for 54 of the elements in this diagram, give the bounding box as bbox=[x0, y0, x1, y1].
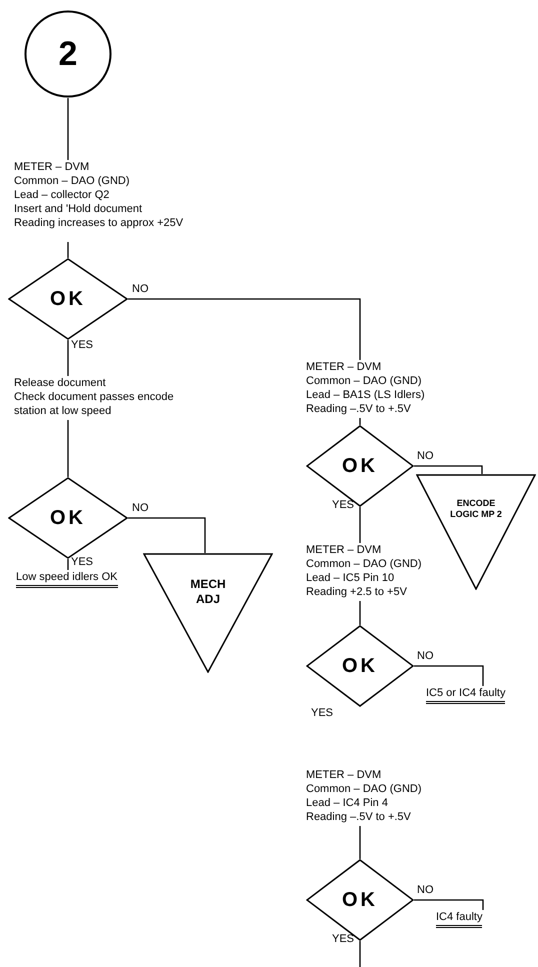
instruction-line: Reading –.5V to +.5V bbox=[306, 810, 411, 824]
instruction-line: Common – DAO (GND) bbox=[306, 557, 422, 571]
instruction-line: Check document passes encode station at low speed bbox=[14, 390, 175, 418]
connector-line bbox=[67, 242, 69, 258]
instruction-line: Lead – IC4 Pin 4 bbox=[306, 796, 388, 810]
edge-label: YES bbox=[332, 500, 354, 511]
edge-label: NO bbox=[132, 284, 148, 295]
connector-line bbox=[359, 601, 361, 625]
edge-label: NO bbox=[417, 651, 434, 662]
edge-label: YES bbox=[332, 934, 354, 945]
instruction-line: Reading increases to approx +25V bbox=[14, 216, 184, 230]
instruction-line: Lead – collector Q2 bbox=[14, 188, 110, 202]
decision-text: OK bbox=[342, 890, 378, 910]
connector-line bbox=[359, 826, 361, 859]
edge-label: NO bbox=[132, 503, 148, 514]
connector-line bbox=[359, 507, 361, 543]
instruction-line: METER – DVM bbox=[306, 360, 382, 374]
instruction-line: METER – DVM bbox=[306, 543, 382, 557]
instruction-line: Common – DAO (GND) bbox=[306, 782, 422, 796]
connector-line bbox=[67, 340, 69, 376]
result-text: Low speed idlers OK bbox=[16, 570, 118, 588]
edge-label: NO bbox=[417, 451, 434, 462]
edge-label: YES bbox=[71, 340, 94, 351]
instruction-line: Common – DAO (GND) bbox=[14, 174, 130, 188]
connector-line bbox=[128, 298, 361, 360]
instruction-line: Common – DAO (GND) bbox=[306, 374, 422, 388]
connector-line bbox=[67, 420, 69, 477]
reference-text: MECH ADJ bbox=[189, 577, 227, 607]
decision-text: OK bbox=[342, 456, 378, 476]
decision-text: OK bbox=[50, 508, 86, 528]
instruction-line: Reading –.5V to +.5V bbox=[306, 402, 411, 416]
decision-text: OK bbox=[342, 656, 378, 676]
instruction-line: Lead – BA1S (LS Idlers) bbox=[306, 388, 425, 402]
connector-number: 2 bbox=[58, 37, 78, 71]
result-text: IC5 or IC4 faulty bbox=[426, 686, 506, 704]
instruction-line: Lead – IC5 Pin 10 bbox=[306, 571, 394, 585]
result-text: IC4 faulty bbox=[436, 910, 482, 928]
instruction-line: METER – DVM bbox=[14, 160, 90, 174]
edge-label: YES bbox=[71, 557, 94, 568]
branch-label: YES bbox=[311, 708, 334, 719]
connector-line bbox=[414, 465, 483, 474]
instruction-line: Insert and 'Hold document bbox=[14, 202, 142, 216]
connector-line bbox=[414, 665, 484, 686]
decision-text: OK bbox=[50, 289, 86, 309]
instruction-line: Reading +2.5 to +5V bbox=[306, 585, 407, 599]
instruction-line: Release document bbox=[14, 376, 106, 390]
instruction-line: METER – DVM bbox=[306, 768, 382, 782]
edge-label: NO bbox=[417, 885, 434, 896]
reference-text: ENCODE LOGIC MP 2 bbox=[450, 498, 502, 520]
connector-line bbox=[359, 941, 361, 967]
connector-line bbox=[414, 899, 484, 910]
connector-line bbox=[128, 517, 206, 553]
connector-line bbox=[67, 559, 69, 570]
connector-line bbox=[67, 98, 69, 160]
